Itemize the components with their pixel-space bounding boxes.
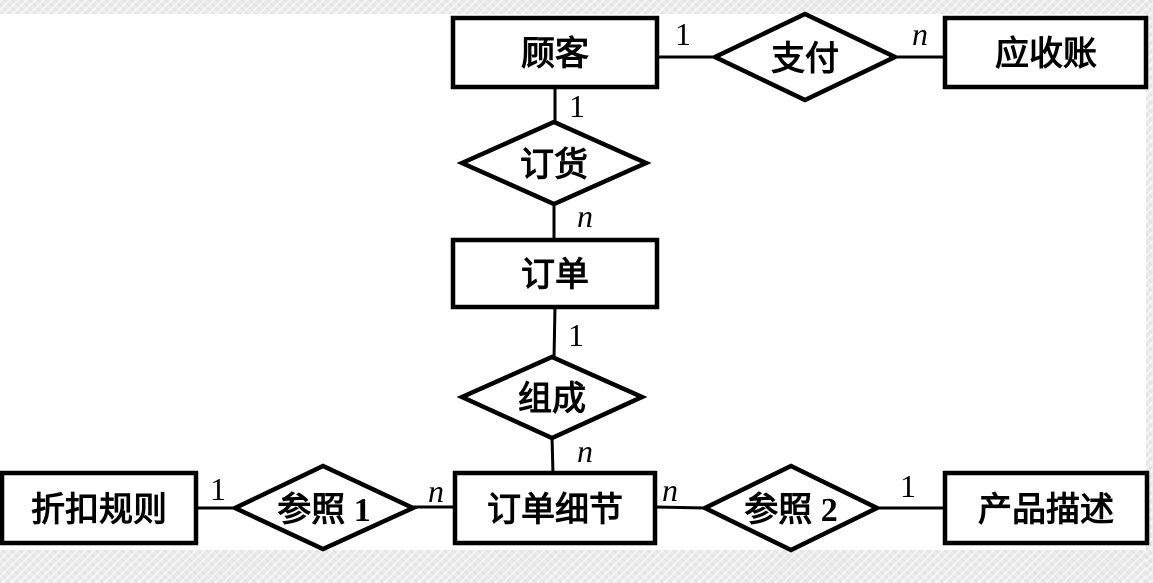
relationship-reference-2-label: 参照 2 xyxy=(744,491,838,529)
cardinality-labels: 1 n 1 n 1 n 1 n n 1 xyxy=(210,16,928,509)
cardinality-compose-order-detail: n xyxy=(577,433,593,469)
relationship-place-order-diamond xyxy=(456,119,652,207)
entity-customer-label: 顾客 xyxy=(521,34,589,73)
cardinality-reference-2-product-desc: 1 xyxy=(900,468,916,504)
entity-order-detail-box xyxy=(452,470,658,546)
right-texture-band xyxy=(1146,0,1153,583)
entity-customer-box xyxy=(450,15,660,90)
entity-receivables-label: 应收账 xyxy=(995,35,1097,73)
relationship-pay-label: 支付 xyxy=(771,40,839,78)
cardinality-order-compose: 1 xyxy=(568,317,584,353)
relationship-reference-2-diamond xyxy=(699,463,883,553)
bottom-texture-band xyxy=(0,550,1153,583)
relationship-compose-diamond xyxy=(456,354,648,441)
cardinality-pay-receivables: n xyxy=(912,16,928,52)
cardinality-customer-place-order: 1 xyxy=(569,88,585,124)
entity-order-box xyxy=(450,237,660,310)
relationship-place-order-label: 订货 xyxy=(520,146,588,184)
cardinality-order-detail-reference-2: n xyxy=(662,472,678,508)
relationship-compose-label: 组成 xyxy=(518,380,586,418)
entities: 顾客 应收账 订单 折扣规则 订单细节 产品描述 xyxy=(0,15,1150,546)
cardinality-discount-rule-reference-1: 1 xyxy=(210,471,226,507)
connectors xyxy=(196,55,945,510)
cardinality-customer-pay: 1 xyxy=(675,16,691,52)
cardinality-place-order-order: n xyxy=(577,198,593,234)
entity-discount-rule-box xyxy=(0,470,199,546)
entity-order-label: 订单 xyxy=(521,256,589,294)
entity-product-desc-box xyxy=(942,470,1150,546)
entity-product-desc-label: 产品描述 xyxy=(978,491,1114,529)
entity-receivables-box xyxy=(942,15,1149,90)
relationship-reference-1-diamond xyxy=(229,463,419,552)
relationship-pay-diamond xyxy=(709,11,901,103)
connector-order-detail-reference-2 xyxy=(654,505,706,510)
entity-order-detail-label: 订单细节 xyxy=(487,491,623,529)
connector-compose-order-detail xyxy=(550,435,555,476)
entity-discount-rule-label: 折扣规则 xyxy=(31,491,167,529)
relationships: 支付 订货 组成 参照 1 参照 2 xyxy=(229,11,901,553)
connector-order-compose xyxy=(552,305,557,360)
top-texture-band xyxy=(0,0,1153,14)
relationship-reference-1-label: 参照 1 xyxy=(277,491,371,529)
cardinality-reference-1-order-detail: n xyxy=(428,473,444,509)
